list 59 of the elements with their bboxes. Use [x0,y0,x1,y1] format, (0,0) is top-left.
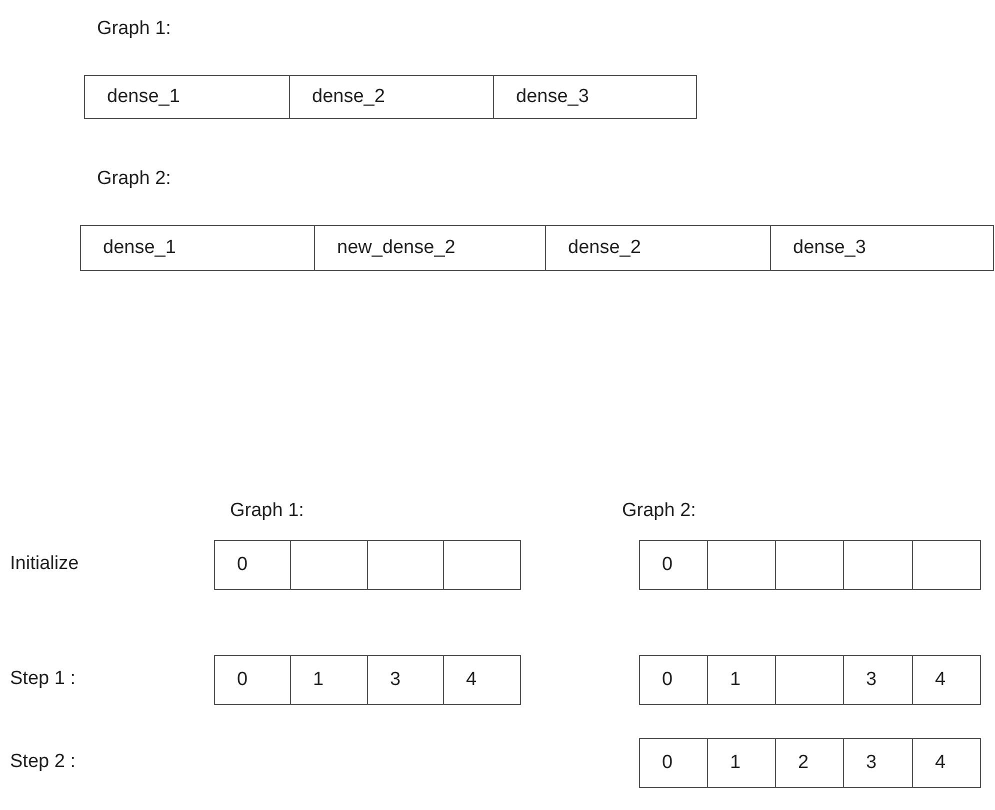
graph-heading: Graph 2: [622,500,696,522]
graph-heading: Graph 2: [97,168,171,190]
table-cell [707,738,776,788]
cell-text: 0 [237,669,248,691]
table-cell [80,225,315,271]
cell-text: 4 [466,669,477,691]
table-cell [290,540,368,590]
table-cell [770,225,994,271]
table-cell [443,540,521,590]
table-cell [367,655,444,705]
table-cell [843,738,913,788]
table-cell [84,75,290,119]
cell-text: 1 [313,669,324,691]
cell-text: 2 [798,752,809,774]
row-label: Step 2 : [10,751,76,773]
table-cell [289,75,494,119]
cell-text: dense_2 [312,86,385,108]
graph-heading: Graph 1: [97,18,171,40]
table-cell [493,75,697,119]
cell-text: 0 [662,752,673,774]
table-cell [290,655,368,705]
cell-text: 3 [390,669,401,691]
table-cell [843,540,913,590]
table-cell [707,655,776,705]
cell-text: dense_3 [516,86,589,108]
table-cell [214,540,291,590]
table-cell [639,655,708,705]
cell-text: 4 [935,752,946,774]
cell-text: dense_1 [107,86,180,108]
cell-text: 0 [662,669,673,691]
table-cell [214,655,291,705]
cell-text: 4 [935,669,946,691]
table-cell [775,655,844,705]
table-cell [314,225,546,271]
table-cell [775,540,844,590]
cell-text: 0 [662,554,673,576]
table-cell [912,738,981,788]
table-cell [639,540,708,590]
graph-heading: Graph 1: [230,500,304,522]
cell-text: dense_3 [793,237,866,259]
row-label: Step 1 : [10,668,76,690]
table-cell [912,655,981,705]
cell-text: 0 [237,554,248,576]
table-cell [367,540,444,590]
table-cell [639,738,708,788]
table-cell [912,540,981,590]
table-cell [843,655,913,705]
cell-text: 1 [730,752,741,774]
cell-text: 3 [866,669,877,691]
table-cell [775,738,844,788]
cell-text: 3 [866,752,877,774]
cell-text: dense_1 [103,237,176,259]
cell-text: dense_2 [568,237,641,259]
row-label: Initialize [10,553,79,575]
table-cell [707,540,776,590]
cell-text: new_dense_2 [337,237,456,259]
cell-text: 1 [730,669,741,691]
table-cell [545,225,771,271]
table-cell [443,655,521,705]
